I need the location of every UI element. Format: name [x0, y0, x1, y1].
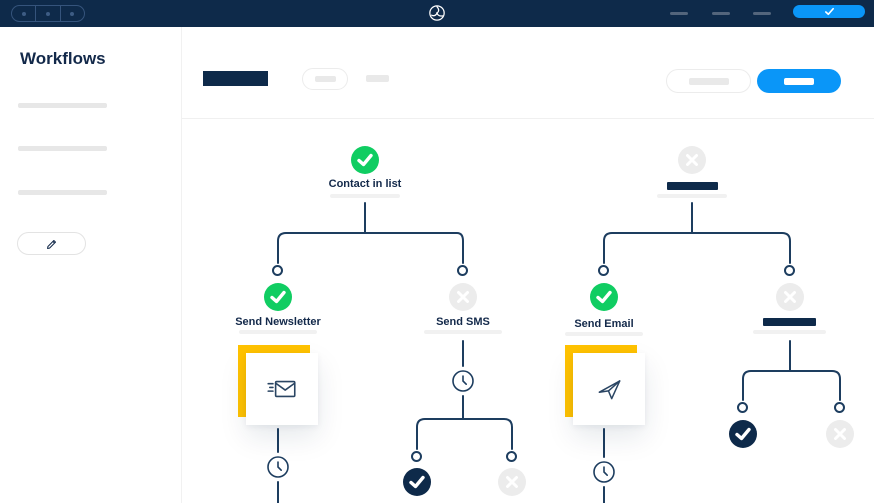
branch-port: [598, 265, 609, 276]
label-underline-placeholder: [424, 330, 502, 334]
workflow-node-inactive[interactable]: [498, 468, 526, 496]
menu-item-placeholder[interactable]: [753, 12, 771, 15]
clock-icon: [267, 456, 289, 478]
sidebar-item-placeholder: [18, 146, 107, 151]
primary-action-button[interactable]: [757, 69, 841, 93]
window-control-segment[interactable]: [61, 6, 84, 21]
workflow-node-success[interactable]: [264, 283, 292, 311]
dot-icon: [21, 11, 26, 16]
dash-placeholder: [688, 77, 729, 85]
email-card[interactable]: [573, 353, 645, 425]
x-icon: [784, 291, 796, 303]
workflow-node-success[interactable]: [351, 146, 379, 174]
menu-item-placeholder[interactable]: [712, 12, 730, 15]
header-divider: [182, 118, 874, 119]
workflow-node-done[interactable]: [729, 420, 757, 448]
workflow-node-inactive[interactable]: [826, 420, 854, 448]
branch-port: [784, 265, 795, 276]
sidebar: Workflows: [0, 27, 182, 503]
branch-port: [737, 402, 748, 413]
window-control-segment[interactable]: [36, 6, 61, 21]
dash-placeholder: [314, 76, 336, 82]
pencil-icon: [46, 239, 56, 249]
workflow-node-inactive[interactable]: [449, 283, 477, 311]
toggle-placeholder[interactable]: [302, 68, 348, 90]
workflow-title-placeholder: [203, 71, 268, 86]
check-icon: [409, 475, 425, 489]
workflow-node-success[interactable]: [590, 283, 618, 311]
sidebar-item-placeholder: [18, 190, 107, 195]
label-underline-placeholder: [330, 194, 400, 198]
newsletter-card[interactable]: [246, 353, 318, 425]
edit-workflow-button[interactable]: [17, 232, 86, 255]
workflow-node-inactive[interactable]: [776, 283, 804, 311]
swirl-logo-icon: [427, 3, 447, 23]
dash-placeholder: [784, 77, 814, 85]
node-label: Contact in list: [328, 178, 402, 190]
clock-icon: [593, 461, 615, 483]
window-controls-icon[interactable]: [11, 5, 85, 22]
dot-icon: [45, 11, 50, 16]
top-bar: [0, 0, 874, 27]
branch-port: [506, 451, 517, 462]
delay-clock-node[interactable]: [592, 460, 616, 484]
delay-clock-node[interactable]: [451, 369, 475, 393]
clock-icon: [452, 370, 474, 392]
topbar-confirm-button[interactable]: [793, 5, 865, 18]
menu-item-placeholder[interactable]: [670, 12, 688, 15]
branch-port: [411, 451, 422, 462]
node-label: Send Email: [574, 318, 634, 330]
dot-icon: [70, 11, 75, 16]
check-icon: [357, 153, 373, 167]
label-underline-placeholder: [753, 330, 826, 334]
node-label-placeholder: [763, 318, 816, 326]
x-icon: [686, 154, 698, 166]
check-icon: [824, 7, 834, 16]
x-icon: [834, 428, 846, 440]
workflow-node-done[interactable]: [403, 468, 431, 496]
envelope-newsletter-icon: [267, 380, 296, 398]
branch-port: [272, 265, 283, 276]
check-icon: [270, 290, 286, 304]
node-label: Send SMS: [436, 316, 490, 328]
status-placeholder: [366, 75, 389, 82]
label-underline-placeholder: [657, 194, 727, 198]
check-icon: [596, 290, 612, 304]
label-underline-placeholder: [565, 332, 643, 336]
sidebar-item-placeholder: [18, 103, 107, 108]
x-icon: [457, 291, 469, 303]
branch-port: [834, 402, 845, 413]
workflow-node-inactive[interactable]: [678, 146, 706, 174]
secondary-action-button[interactable]: [666, 69, 751, 93]
node-label-placeholder: [667, 182, 718, 190]
check-icon: [735, 427, 751, 441]
window-control-segment[interactable]: [12, 6, 37, 21]
sidebar-title: Workflows: [20, 49, 106, 68]
branch-port: [457, 265, 468, 276]
delay-clock-node[interactable]: [266, 455, 290, 479]
node-label: Send Newsletter: [235, 316, 321, 328]
x-icon: [506, 476, 518, 488]
paper-plane-icon: [598, 380, 621, 400]
label-underline-placeholder: [239, 330, 317, 334]
